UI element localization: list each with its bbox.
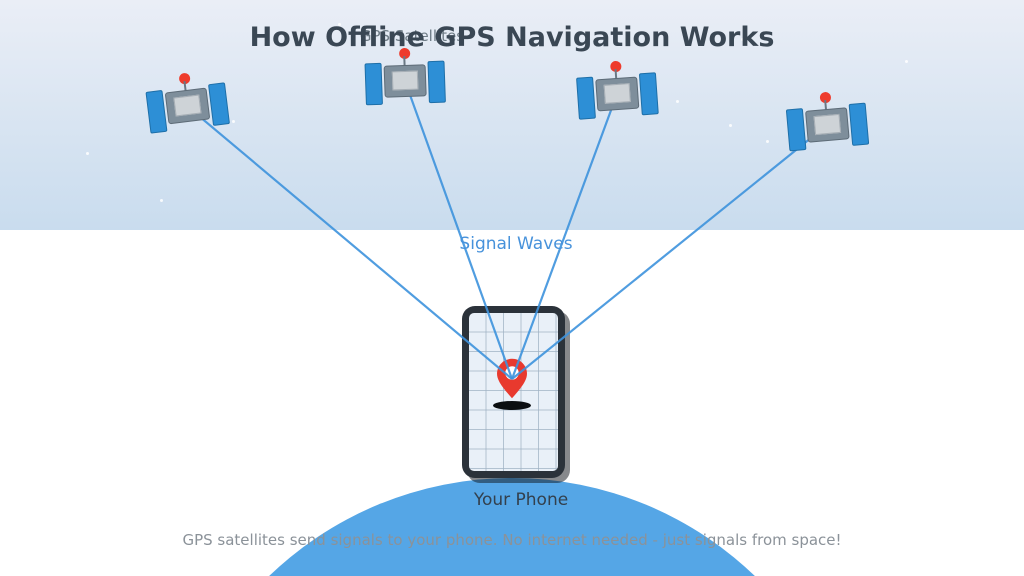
satellite-body — [383, 64, 427, 98]
satellite-core-panel — [603, 83, 631, 104]
page-title: How Offline GPS Navigation Works — [249, 22, 775, 53]
signal-waves-label: Signal Waves — [459, 234, 573, 254]
star-icon — [254, 41, 257, 44]
satellite-body — [805, 107, 850, 143]
phone-map-screen — [469, 313, 558, 471]
gps-satellite-icon — [364, 47, 446, 108]
map-pin-icon — [497, 358, 527, 399]
satellite-core-panel — [391, 70, 419, 91]
smartphone-icon — [462, 306, 565, 478]
star-icon — [729, 124, 732, 127]
gps-satellite-icon — [575, 58, 659, 121]
star-icon — [160, 199, 163, 202]
satellite-core-panel — [813, 113, 842, 136]
solar-panel-icon — [848, 102, 870, 146]
star-icon — [905, 60, 908, 63]
phone-label: Your Phone — [473, 490, 569, 510]
star-icon — [676, 100, 679, 103]
gps-satellite-icon — [144, 68, 230, 135]
solar-panel-icon — [638, 72, 659, 116]
satellite-body — [595, 76, 640, 112]
star-icon — [741, 38, 744, 41]
star-icon — [338, 23, 341, 26]
satellite-core-panel — [173, 94, 202, 117]
solar-panel-icon — [364, 62, 383, 106]
solar-panel-icon — [576, 76, 596, 120]
solar-panel-icon — [785, 108, 807, 152]
star-icon — [86, 152, 89, 155]
caption-text: GPS satellites send signals to your phon… — [182, 531, 842, 549]
star-icon — [766, 140, 769, 143]
pin-shadow — [493, 401, 531, 410]
gps-satellite-icon — [785, 89, 870, 154]
star-icon — [232, 120, 235, 123]
satellites-group-label: GPS Satellites — [359, 27, 465, 45]
satellite-body — [164, 87, 211, 125]
solar-panel-icon — [427, 60, 446, 104]
